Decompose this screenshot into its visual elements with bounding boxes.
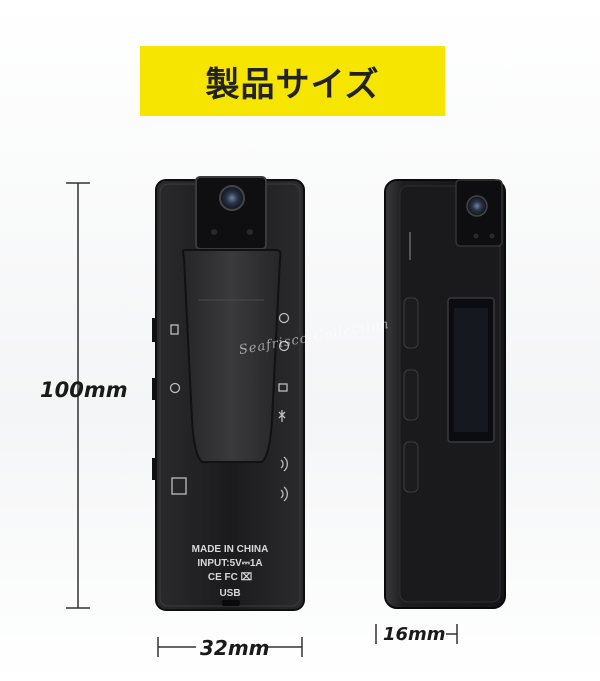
height-dimension-label: 100mm [40,378,128,402]
title-banner: 製品サイズ [140,46,445,116]
file-icon [170,324,179,335]
device-usb-label: USB [219,588,241,599]
front-device [152,176,305,611]
wifi-signal-icon [280,456,288,472]
width-dimension-label: 32mm [200,636,270,660]
device-cert-marks: CE FC ⌧ [207,572,253,583]
side-camera-lens-icon [466,195,488,217]
record-dot-icon [278,340,290,352]
sd-card-icon [171,477,187,495]
info-icon [278,312,290,324]
height-dimension-line [66,182,90,609]
video-camera-icon [278,383,288,392]
device-input-label: INPUT:5V⎓1A [197,558,263,569]
usb-port [222,600,240,606]
side-button-top [403,297,419,349]
power-icon [169,382,181,394]
depth-dimension-line [375,624,458,644]
width-dimension-line [157,637,303,657]
side-button-middle [403,369,419,421]
side-device [384,179,506,609]
device-made-in-label: MADE IN CHINA [191,544,269,555]
side-button-bottom [403,441,419,493]
camera-lens-icon [219,185,245,211]
banner-title: 製品サイズ [205,64,380,105]
depth-dimension-label: 16mm [383,624,446,645]
wifi-signal-icon-2 [280,486,288,502]
motion-icon [278,410,286,422]
